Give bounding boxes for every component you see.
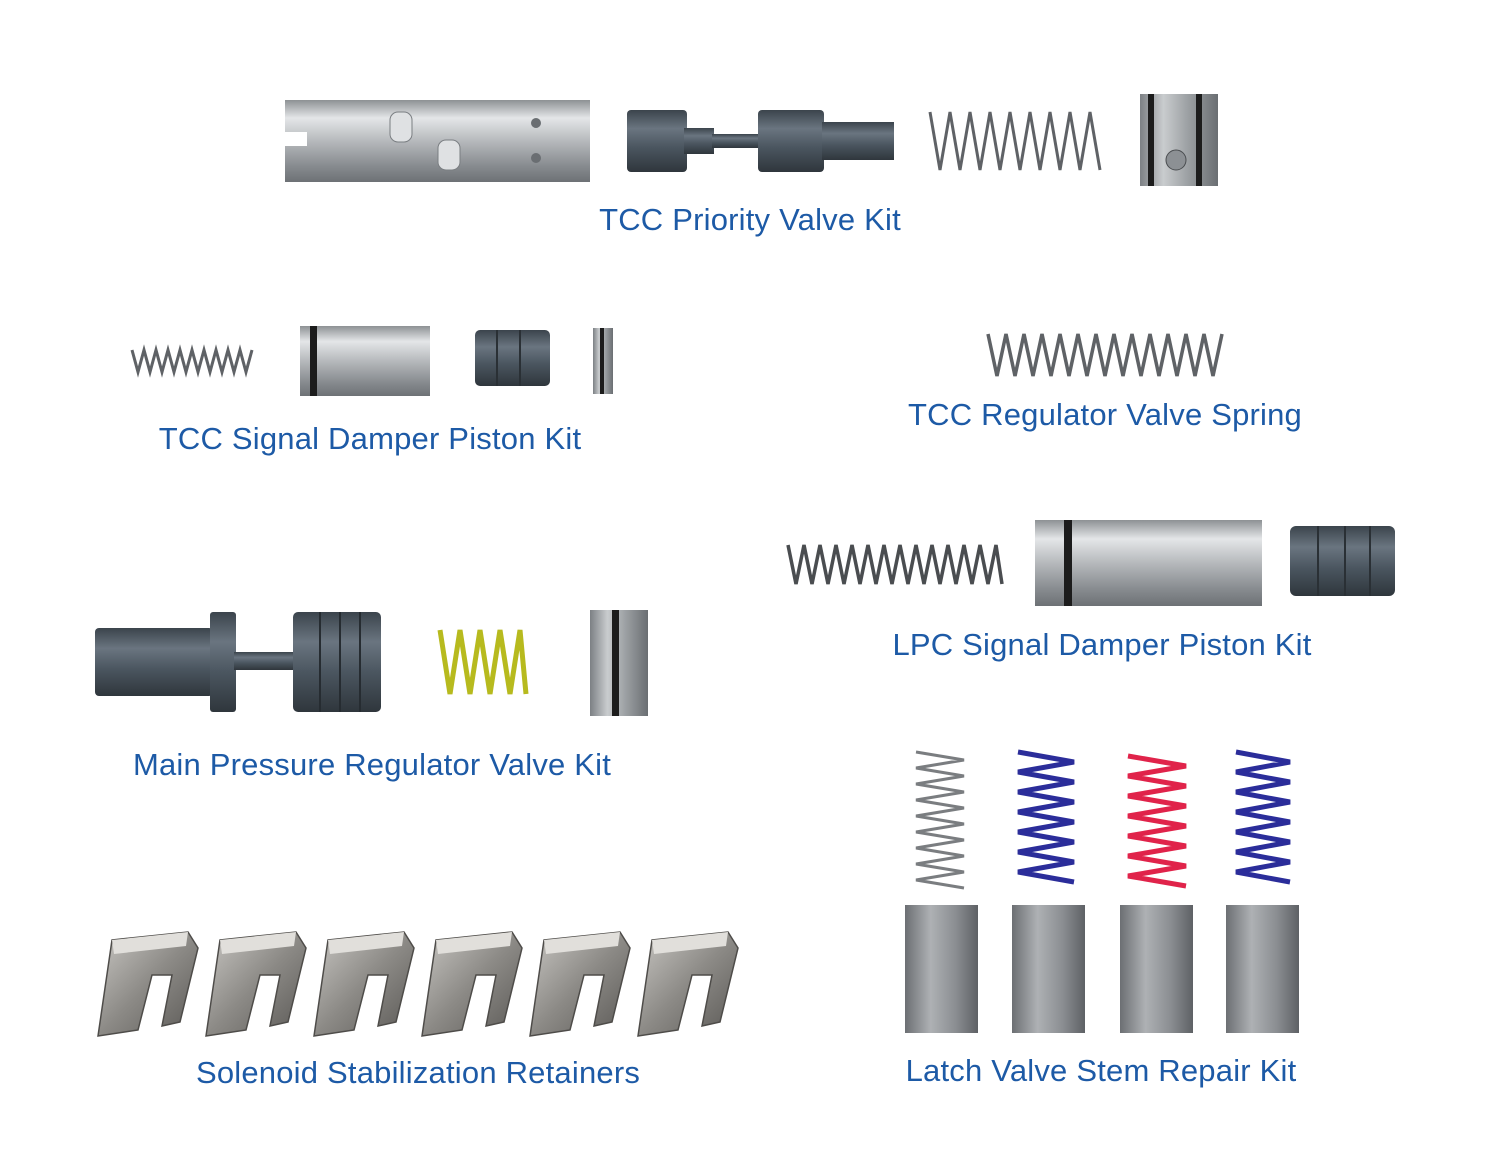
solenoid-retainer-clips (97, 931, 739, 1037)
end-plug (1140, 94, 1218, 186)
tcc-signal-damper-parts (130, 326, 613, 396)
solenoid-stabilization-retainers-label: Solenoid Stabilization Retainers (195, 1055, 641, 1090)
tcc-signal-damper-piston-kit-label: TCC Signal Damper Piston Kit (158, 421, 582, 456)
tcc-regulator-spring (986, 333, 1224, 377)
latch-valve-parts (905, 749, 1299, 1033)
lpc-signal-damper-parts (786, 520, 1395, 606)
tcc-priority-valve-kit-parts (285, 94, 1218, 186)
main-pressure-regulator-valve-kit-label: Main Pressure Regulator Valve Kit (132, 747, 612, 782)
valve-spool (627, 110, 894, 172)
main-pressure-regulator-parts (95, 610, 648, 716)
tcc-regulator-valve-spring-label: TCC Regulator Valve Spring (907, 397, 1303, 432)
priority-spring (928, 111, 1102, 171)
lpc-signal-damper-piston-kit-label: LPC Signal Damper Piston Kit (892, 627, 1312, 662)
valve-sleeve (285, 100, 590, 182)
latch-valve-stem-repair-kit-label: Latch Valve Stem Repair Kit (905, 1053, 1297, 1088)
tcc-priority-valve-kit-label: TCC Priority Valve Kit (599, 202, 901, 237)
